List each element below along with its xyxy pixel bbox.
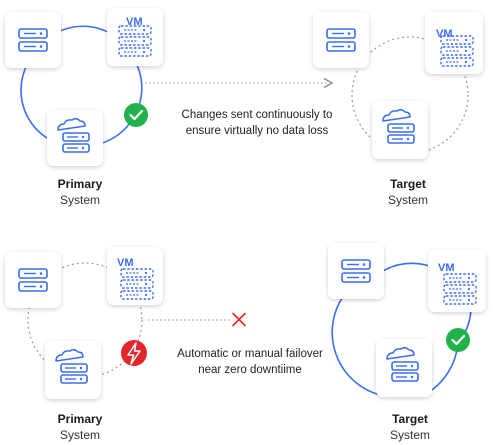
lightning-bolt-icon	[121, 340, 147, 366]
vm-card	[107, 247, 163, 305]
vm-card	[428, 250, 486, 312]
caption-line: ensure virtually no data loss	[185, 125, 329, 137]
check-circle-icon	[446, 328, 470, 352]
server-card	[313, 12, 369, 68]
primary-subtitle: System	[59, 193, 100, 207]
primary-ring-dashed	[27, 262, 143, 378]
primary-subtitle: System	[59, 428, 100, 442]
primary-title: Primary	[57, 412, 103, 426]
server-card	[5, 252, 61, 308]
x-mark-icon	[232, 312, 246, 327]
primary-title: Primary	[57, 177, 103, 191]
caption-line: Automatic or manual failover	[177, 348, 323, 360]
replication-caption: Changes sent continuously to ensure virt…	[157, 107, 357, 139]
target-subtitle: System	[387, 193, 428, 207]
arrow-head-icon	[323, 77, 334, 89]
check-circle-icon	[124, 103, 148, 127]
caption-line: near zero downtiime	[198, 364, 302, 376]
vm-label: VM	[126, 16, 143, 28]
failover-caption: Automatic or manual failover near zero d…	[150, 346, 350, 378]
target-title: Target	[392, 412, 428, 426]
server-card	[5, 12, 61, 68]
target-subtitle: System	[389, 428, 430, 442]
target-title: Target	[390, 177, 426, 191]
vm-card	[425, 12, 483, 74]
vm-label: VM	[438, 262, 455, 274]
vm-label: VM	[436, 28, 453, 40]
vm-label: VM	[117, 257, 134, 269]
target-ring-left-arc	[331, 294, 381, 396]
server-card	[328, 243, 384, 299]
caption-line: Changes sent continuously to	[181, 109, 333, 121]
